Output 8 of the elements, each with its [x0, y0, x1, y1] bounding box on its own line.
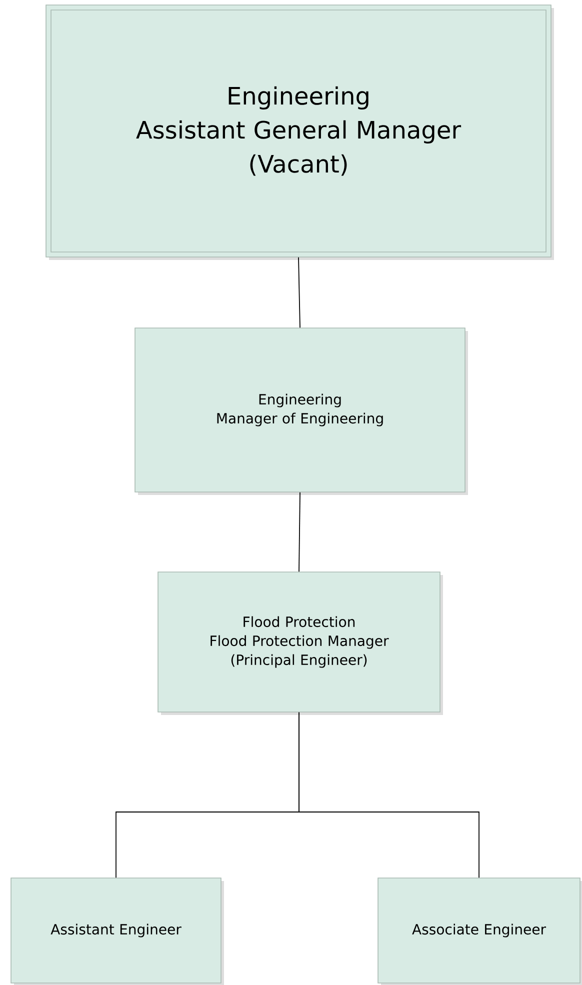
org-box: Engineering Manager of Engineering [134, 328, 468, 495]
connector-line [298, 712, 480, 878]
org-box: Engineering Assistant General Manager (Vacant) [46, 4, 554, 260]
connector-line [298, 492, 300, 572]
connector-line [298, 256, 300, 328]
org-box: Assistant Engineer [10, 878, 224, 985]
org-box: Flood Protection Flood Protection Manager (Principal Engineer) [158, 572, 443, 715]
org-box: Associate Engineer [378, 878, 582, 985]
